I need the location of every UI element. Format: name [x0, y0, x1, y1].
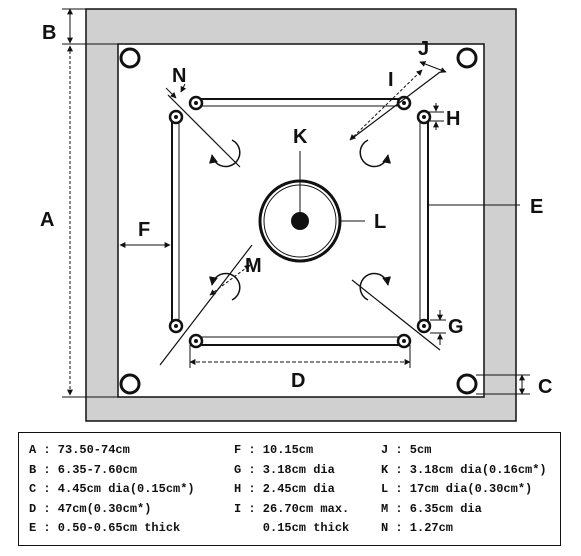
- legend-i: I : 26.70cm max.: [234, 501, 350, 516]
- legend-a: A : 73.50-74cm: [29, 443, 130, 457]
- legend-i-thickness: 0.15cm thick: [234, 521, 350, 535]
- label-l: L: [374, 211, 386, 233]
- legend-b: B : 6.35-7.60cm: [29, 462, 138, 477]
- legend-d: D : 47cm(0.30cm*): [29, 501, 152, 516]
- label-e: E: [530, 196, 543, 218]
- label-c: C: [538, 376, 552, 398]
- legend-l: L : 17cm dia(0.30cm*): [381, 482, 533, 496]
- legend-n: N : 1.27cm: [381, 521, 454, 535]
- label-a: A: [40, 209, 54, 231]
- legend-k: K : 3.18cm dia(0.16cm*): [381, 462, 547, 477]
- label-b: B: [42, 22, 56, 44]
- label-k: K: [293, 126, 308, 148]
- pocket-top-left: [119, 47, 141, 69]
- label-h: H: [446, 108, 460, 130]
- pocket-bottom-left: [119, 373, 141, 395]
- carrom-board-diagram: A B C D E F G H I J K L M N: [40, 8, 552, 422]
- legend-c: C : 4.45cm dia(0.15cm*): [29, 482, 195, 496]
- legend-h: H : 2.45cm dia: [234, 482, 335, 496]
- legend-g: G : 3.18cm dia: [234, 462, 335, 477]
- label-j: J: [418, 38, 429, 60]
- label-g: G: [448, 316, 464, 338]
- pocket-top-right: [456, 47, 478, 69]
- pocket-bottom-right: [456, 373, 478, 395]
- dimension-lines: [62, 8, 530, 398]
- legend-m: M : 6.35cm dia: [381, 501, 482, 516]
- legend-f: F : 10.15cm: [234, 443, 314, 457]
- label-n: N: [172, 65, 186, 87]
- corner-pockets: [119, 47, 478, 395]
- dimensions-legend: A : 73.50-74cm F : 10.15cm J : 5cm B : 6…: [18, 432, 561, 546]
- label-i: I: [388, 69, 394, 91]
- label-m: M: [245, 255, 262, 277]
- centre-dot: [291, 212, 309, 230]
- legend-e: E : 0.50-0.65cm thick: [29, 521, 181, 535]
- label-d: D: [291, 370, 305, 392]
- legend-j: J : 5cm: [381, 443, 432, 457]
- label-f: F: [138, 219, 150, 241]
